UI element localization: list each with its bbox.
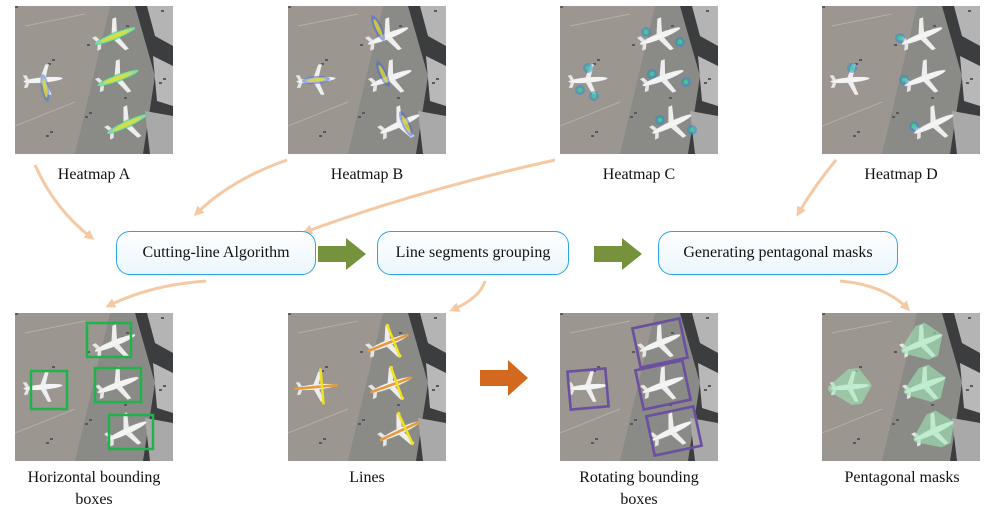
lines-result-image	[288, 313, 446, 461]
arrow-heatmap-a-to-cutting	[33, 164, 95, 240]
hbb-label: Horizontal bounding boxes	[0, 467, 188, 511]
arrow-heatmap-d-to-masks	[796, 159, 838, 217]
heatmap-a-image	[15, 6, 173, 154]
rbb-label-line-1: Rotating bounding	[579, 469, 699, 486]
arrow-heatmap-c-to-cutting	[302, 158, 556, 235]
arrow-cutting-to-hbb	[105, 279, 207, 308]
step-pentagonal-masks: Generating pentagonal masks	[658, 231, 898, 275]
hbb-label-line-2: boxes	[75, 491, 113, 508]
step-line-grouping: Line segments grouping	[377, 231, 569, 275]
mask-label: Pentagonal masks	[812, 467, 992, 489]
rbb-label: Rotating bounding boxes	[548, 467, 730, 511]
heatmap-b-image	[288, 6, 446, 154]
mask-result-image	[822, 313, 980, 461]
heatmap-a-label: Heatmap A	[57, 166, 131, 183]
lines-label: Lines	[288, 467, 446, 489]
lines-label-line-1: Lines	[349, 469, 385, 486]
arrow-grouping-to-lines	[449, 280, 487, 312]
rotate-arrow	[480, 360, 528, 396]
arrow-heatmap-b-to-cutting	[193, 158, 288, 217]
step-arrow-1	[318, 238, 366, 270]
step-cutting-line: Cutting-line Algorithm	[116, 231, 316, 275]
heatmap-c-image	[560, 6, 718, 154]
hbb-result-image	[15, 313, 173, 461]
rbb-result-image	[560, 313, 718, 461]
hbb-label-line-1: Horizontal bounding	[27, 469, 161, 486]
heatmap-d-label: Heatmap D	[864, 166, 938, 183]
heatmap-c-label: Heatmap C	[602, 166, 676, 183]
arrow-masks-to-pentagonal	[839, 279, 911, 312]
heatmap-d-image	[822, 6, 980, 154]
step-arrow-2	[594, 238, 642, 270]
rbb-label-line-2: boxes	[620, 491, 658, 508]
mask-label-line-1: Pentagonal masks	[844, 469, 960, 486]
heatmap-b-label: Heatmap B	[330, 166, 404, 183]
